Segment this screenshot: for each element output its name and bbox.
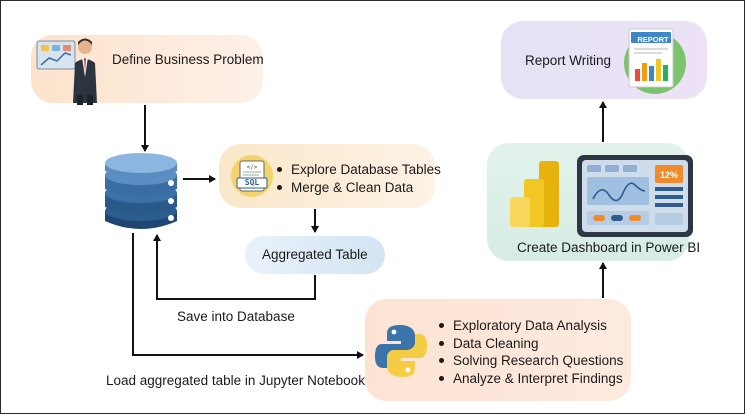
svg-text:</>: </> (247, 164, 258, 171)
sql-icon: </> (231, 155, 273, 197)
list-item: Solving Research Questions (437, 352, 623, 370)
power-bi-logo-icon (510, 161, 559, 227)
dashboard-monitor-icon (577, 155, 693, 237)
list-item: Exploratory Data Analysis (437, 317, 623, 335)
python-steps-list: Exploratory Data Analysis Data Cleaning … (437, 317, 623, 387)
define-problem-label: Define Business Problem (112, 52, 264, 67)
aggregated-table-label: Aggregated Table (262, 247, 368, 262)
arrow-db-to-python (132, 233, 364, 359)
report-badge-label: REPORT (637, 35, 669, 44)
database-icon (105, 153, 177, 229)
list-item: Data Cleaning (437, 335, 623, 353)
load-notebook-label: Load aggregated table in Jupyter Noteboo… (106, 373, 365, 388)
businessman-icon (36, 38, 97, 105)
sql-steps-list: Explore Database Tables Merge & Clean Da… (275, 161, 441, 196)
aggregated-table-box (245, 236, 385, 274)
dashboard-label: Create Dashboard in Power BI (517, 240, 701, 255)
list-item: Explore Database Tables (275, 161, 441, 179)
list-item: Merge & Clean Data (275, 179, 441, 197)
report-writing-label: Report Writing (525, 53, 612, 68)
list-item: Analyze & Interpret Findings (437, 370, 623, 388)
report-icon (624, 28, 686, 94)
save-database-label: Save into Database (177, 309, 295, 324)
python-icon (375, 325, 427, 377)
sql-badge-label: SQL (244, 178, 260, 187)
arrow-aggregated-to-db (153, 234, 316, 300)
kpi-badge-label: 12% (659, 170, 678, 180)
